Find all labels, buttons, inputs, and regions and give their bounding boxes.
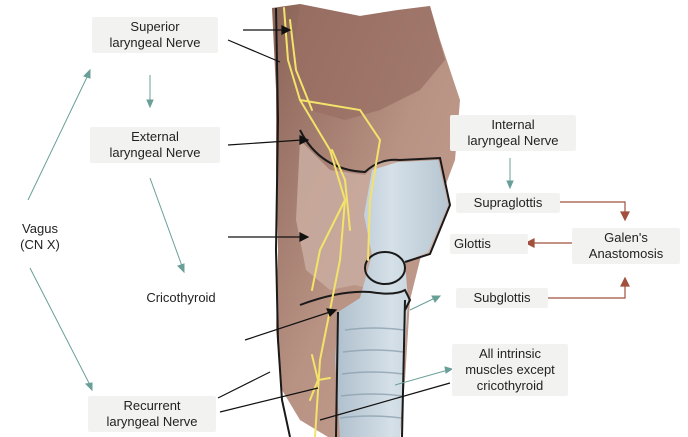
recurrent-line-2: laryngeal Nerve xyxy=(92,414,212,430)
galens-line-1: Galen's xyxy=(576,230,676,246)
intrinsic-line-2: muscles except xyxy=(456,362,564,378)
internal-laryngeal-nerve-label: Internal laryngeal Nerve xyxy=(450,115,576,151)
external-line-2: laryngeal Nerve xyxy=(94,145,216,161)
subglottis-label: Subglottis xyxy=(456,288,548,308)
superior-line-1: Superior xyxy=(96,19,214,35)
recurrent-laryngeal-nerve-label: Recurrent laryngeal Nerve xyxy=(88,396,216,432)
galens-line-2: Anastomosis xyxy=(576,246,676,262)
supraglottis-label: Supraglottis xyxy=(456,193,560,213)
internal-line-1: Internal xyxy=(454,117,572,133)
vagus-line-2: (CN X) xyxy=(6,237,74,253)
intrinsic-muscles-label: All intrinsic muscles except cricothyroi… xyxy=(452,344,568,396)
superior-line-2: laryngeal Nerve xyxy=(96,35,214,51)
glottis-label: Glottis xyxy=(450,234,528,254)
internal-line-2: laryngeal Nerve xyxy=(454,133,572,149)
galens-anastomosis-label: Galen's Anastomosis xyxy=(572,228,680,264)
external-laryngeal-nerve-label: External laryngeal Nerve xyxy=(90,127,220,163)
recurrent-line-1: Recurrent xyxy=(92,398,212,414)
superior-laryngeal-nerve-label: Superior laryngeal Nerve xyxy=(92,17,218,53)
external-line-1: External xyxy=(94,129,216,145)
intrinsic-line-1: All intrinsic xyxy=(456,346,564,362)
cricothyroid-label: Cricothyroid xyxy=(122,288,240,308)
intrinsic-line-3: cricothyroid xyxy=(456,378,564,394)
vagus-line-1: Vagus xyxy=(6,221,74,237)
vagus-label: Vagus (CN X) xyxy=(2,219,78,255)
